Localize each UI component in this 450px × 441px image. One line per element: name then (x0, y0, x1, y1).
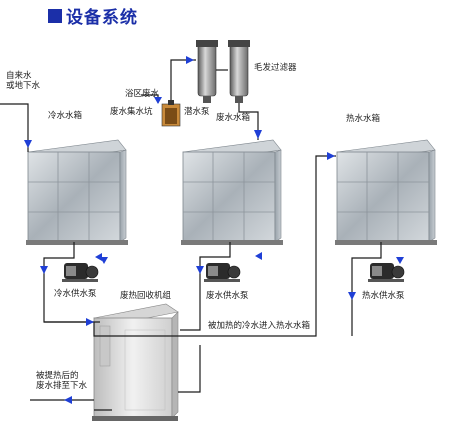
hot-water-tank (335, 139, 437, 245)
heat-recovery-unit (92, 303, 179, 421)
label-cold-tank: 冷水水箱 (48, 111, 83, 121)
label-hot-tank: 热水水箱 (346, 114, 381, 124)
cold-water-tank (26, 139, 128, 245)
cold-water-pump (62, 263, 99, 282)
label-source-water: 自来水 或地下水 (6, 71, 41, 91)
hair-filter-left (196, 40, 218, 103)
label-bath-waste: 浴区废水 (125, 89, 160, 99)
submersible-pump (161, 100, 181, 127)
label-submersible-pump: 潜水泵 (184, 107, 210, 117)
hair-filter-right (228, 40, 250, 103)
waste-water-tank (181, 139, 283, 245)
label-drained-waste: 被提热后的 废水排至下水 (36, 371, 88, 391)
label-heated-to-hot-tank: 被加热的冷水进入热水水箱 (208, 321, 311, 331)
page-title: 设备系统 (48, 3, 138, 28)
waste-water-pump (204, 263, 241, 282)
label-hot-pump: 热水供水泵 (362, 291, 405, 301)
title-marker-icon (48, 8, 62, 23)
label-waste-pit: 废水集水坑 (110, 107, 153, 117)
label-cold-pump: 冷水供水泵 (54, 289, 97, 299)
pipe-network (0, 59, 382, 411)
label-waste-tank: 废水水箱 (216, 113, 251, 123)
label-heat-recovery-unit: 废热回收机组 (120, 291, 172, 301)
label-waste-pump: 废水供水泵 (206, 291, 249, 301)
label-hair-filter: 毛发过滤器 (254, 63, 297, 73)
hot-water-pump (368, 263, 405, 282)
flow-arrows (24, 56, 404, 404)
